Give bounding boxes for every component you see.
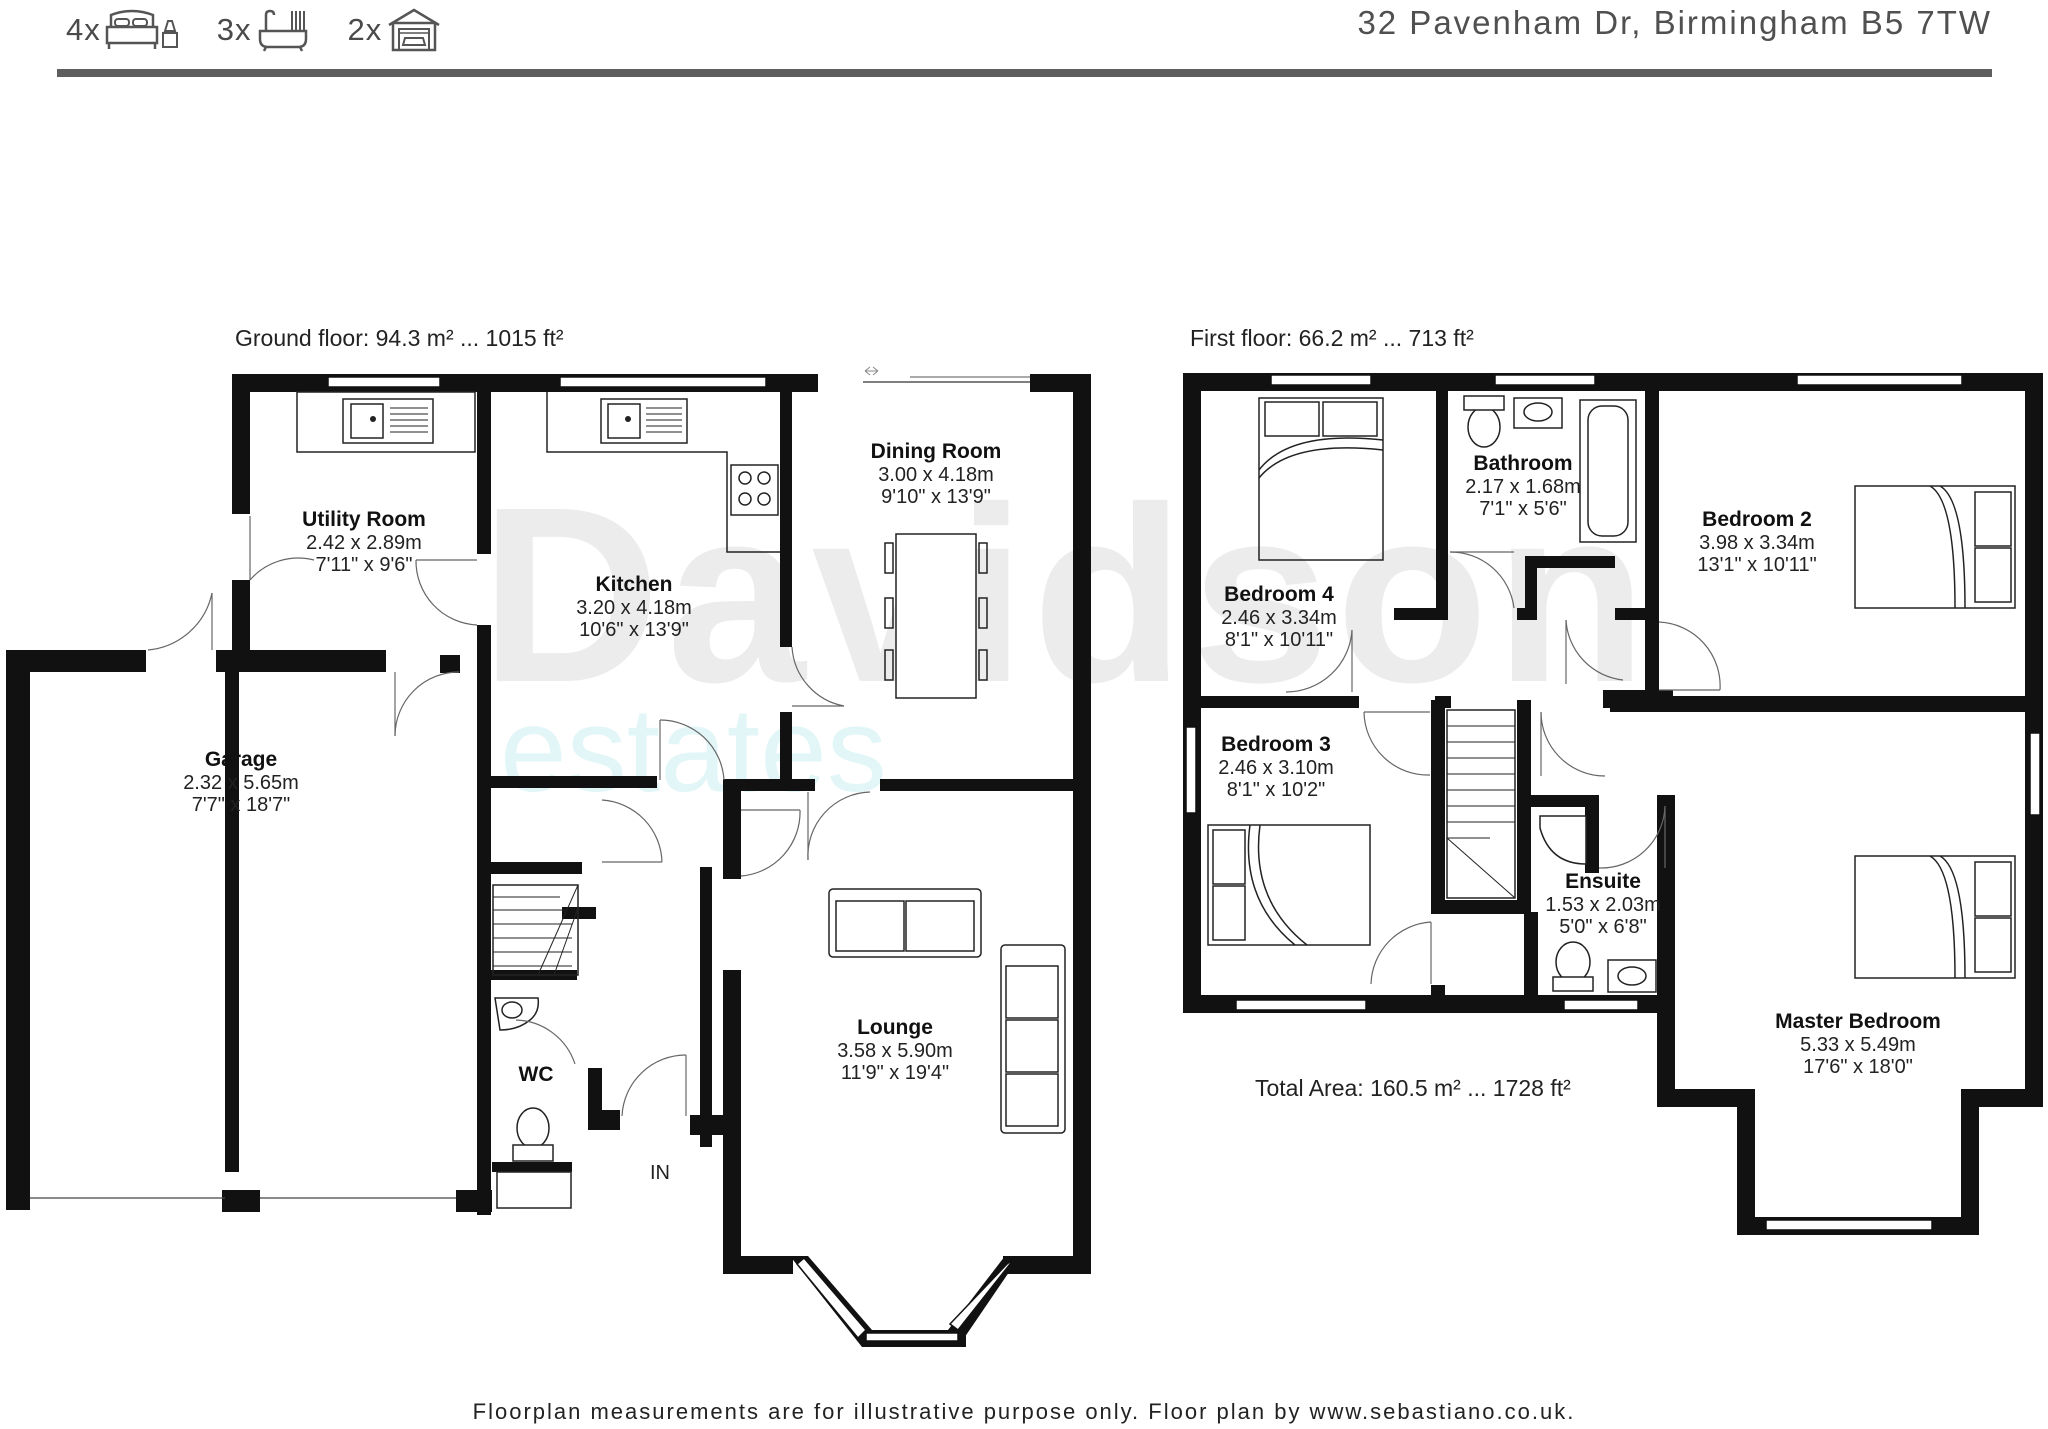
total-area-label: Total Area: 160.5 m² ... 1728 ft² (1255, 1075, 1571, 1101)
header-divider (57, 69, 1992, 77)
room-garage: Garage 2.32 x 5.65m 7'7" x 18'7" (183, 748, 299, 816)
room-utility: Utility Room 2.42 x 2.89m 7'11" x 9'6" (302, 508, 426, 576)
garage-icon (388, 8, 440, 52)
room-lounge: Lounge 3.58 x 5.90m 11'9" x 19'4" (837, 1016, 953, 1084)
room-metric: 2.32 x 5.65m (183, 771, 299, 794)
room-ensuite: Ensuite 1.53 x 2.03m 5'0" x 6'8" (1545, 870, 1661, 938)
bath-icon (258, 9, 307, 52)
room-name: Bathroom (1473, 452, 1573, 475)
room-metric: 3.00 x 4.18m (878, 463, 994, 486)
room-bedroom-4: Bedroom 4 2.46 x 3.34m 8'1" x 10'11" (1221, 583, 1337, 651)
room-imperial: 7'11" x 9'6" (315, 553, 413, 576)
room-name: Master Bedroom (1775, 1010, 1941, 1033)
entrance-label: IN (650, 1162, 670, 1184)
room-imperial: 8'1" x 10'2" (1226, 778, 1326, 801)
garage-count: 2x (348, 7, 443, 53)
room-name: Ensuite (1565, 870, 1641, 893)
room-name: Kitchen (595, 573, 673, 596)
room-imperial: 5'0" x 6'8" (1559, 915, 1647, 938)
room-bedroom-2: Bedroom 2 3.98 x 3.34m 13'1" x 10'11" (1697, 508, 1816, 576)
bed-icon (105, 9, 178, 49)
ground-floor-area-label: Ground floor: 94.3 m² ... 1015 ft² (235, 325, 564, 351)
room-imperial: 8'1" x 10'11" (1224, 628, 1334, 651)
room-metric: 3.98 x 3.34m (1699, 531, 1815, 554)
room-metric: 2.42 x 2.89m (306, 531, 422, 554)
bathroom-count: 3x (217, 7, 312, 53)
room-master-bedroom: Master Bedroom 5.33 x 5.49m 17'6" x 18'0… (1775, 1010, 1941, 1078)
room-imperial: 13'1" x 10'11" (1697, 553, 1817, 576)
room-metric: 3.20 x 4.18m (576, 596, 692, 619)
room-metric: 1.53 x 2.03m (1545, 893, 1661, 916)
room-metric: 5.33 x 5.49m (1800, 1033, 1916, 1056)
room-imperial: 9'10" x 13'9" (881, 485, 991, 508)
room-name: Bedroom 4 (1224, 583, 1334, 606)
bedroom-count-value: 4x (66, 12, 101, 47)
room-imperial: 17'6" x 18'0" (1803, 1055, 1913, 1078)
room-name: WC (518, 1063, 554, 1086)
feature-summary: 4x 3x 2x (66, 6, 478, 54)
first-floor-plan (1183, 373, 2043, 1235)
footer-disclaimer: Floorplan measurements are for illustrat… (472, 1399, 1576, 1424)
room-imperial: 10'6" x 13'9" (579, 618, 689, 641)
room-name: Dining Room (870, 440, 1002, 463)
room-imperial: 7'1" x 5'6" (1479, 497, 1567, 520)
property-address: 32 Pavenham Dr, Birmingham B5 7TW (1357, 4, 1992, 41)
garage-count-value: 2x (347, 12, 383, 47)
room-dining: Dining Room 3.00 x 4.18m 9'10" x 13'9" (871, 440, 1002, 508)
room-metric: 2.17 x 1.68m (1465, 475, 1581, 498)
room-imperial: 11'9" x 19'4" (840, 1061, 950, 1084)
room-name: Garage (204, 748, 278, 771)
room-bathroom: Bathroom 2.17 x 1.68m 7'1" x 5'6" (1465, 452, 1581, 520)
room-kitchen: Kitchen 3.20 x 4.18m 10'6" x 13'9" (576, 573, 692, 641)
room-name: Bedroom 3 (1221, 733, 1331, 756)
ground-floor-plan (6, 366, 1091, 1347)
room-metric: 2.46 x 3.34m (1221, 606, 1337, 629)
room-metric: 2.46 x 3.10m (1218, 756, 1334, 779)
bedroom-count: 4x (66, 7, 181, 53)
room-metric: 3.58 x 5.90m (837, 1039, 953, 1062)
room-name: Lounge (857, 1016, 933, 1039)
bathroom-count-value: 3x (216, 12, 252, 47)
room-name: Utility Room (302, 508, 426, 531)
room-wc: WC (519, 1063, 554, 1087)
room-bedroom-3: Bedroom 3 2.46 x 3.10m 8'1" x 10'2" (1218, 733, 1334, 801)
room-name: Bedroom 2 (1702, 508, 1812, 531)
first-floor-area-label: First floor: 66.2 m² ... 713 ft² (1190, 325, 1474, 351)
room-imperial: 7'7" x 18'7" (191, 793, 291, 816)
